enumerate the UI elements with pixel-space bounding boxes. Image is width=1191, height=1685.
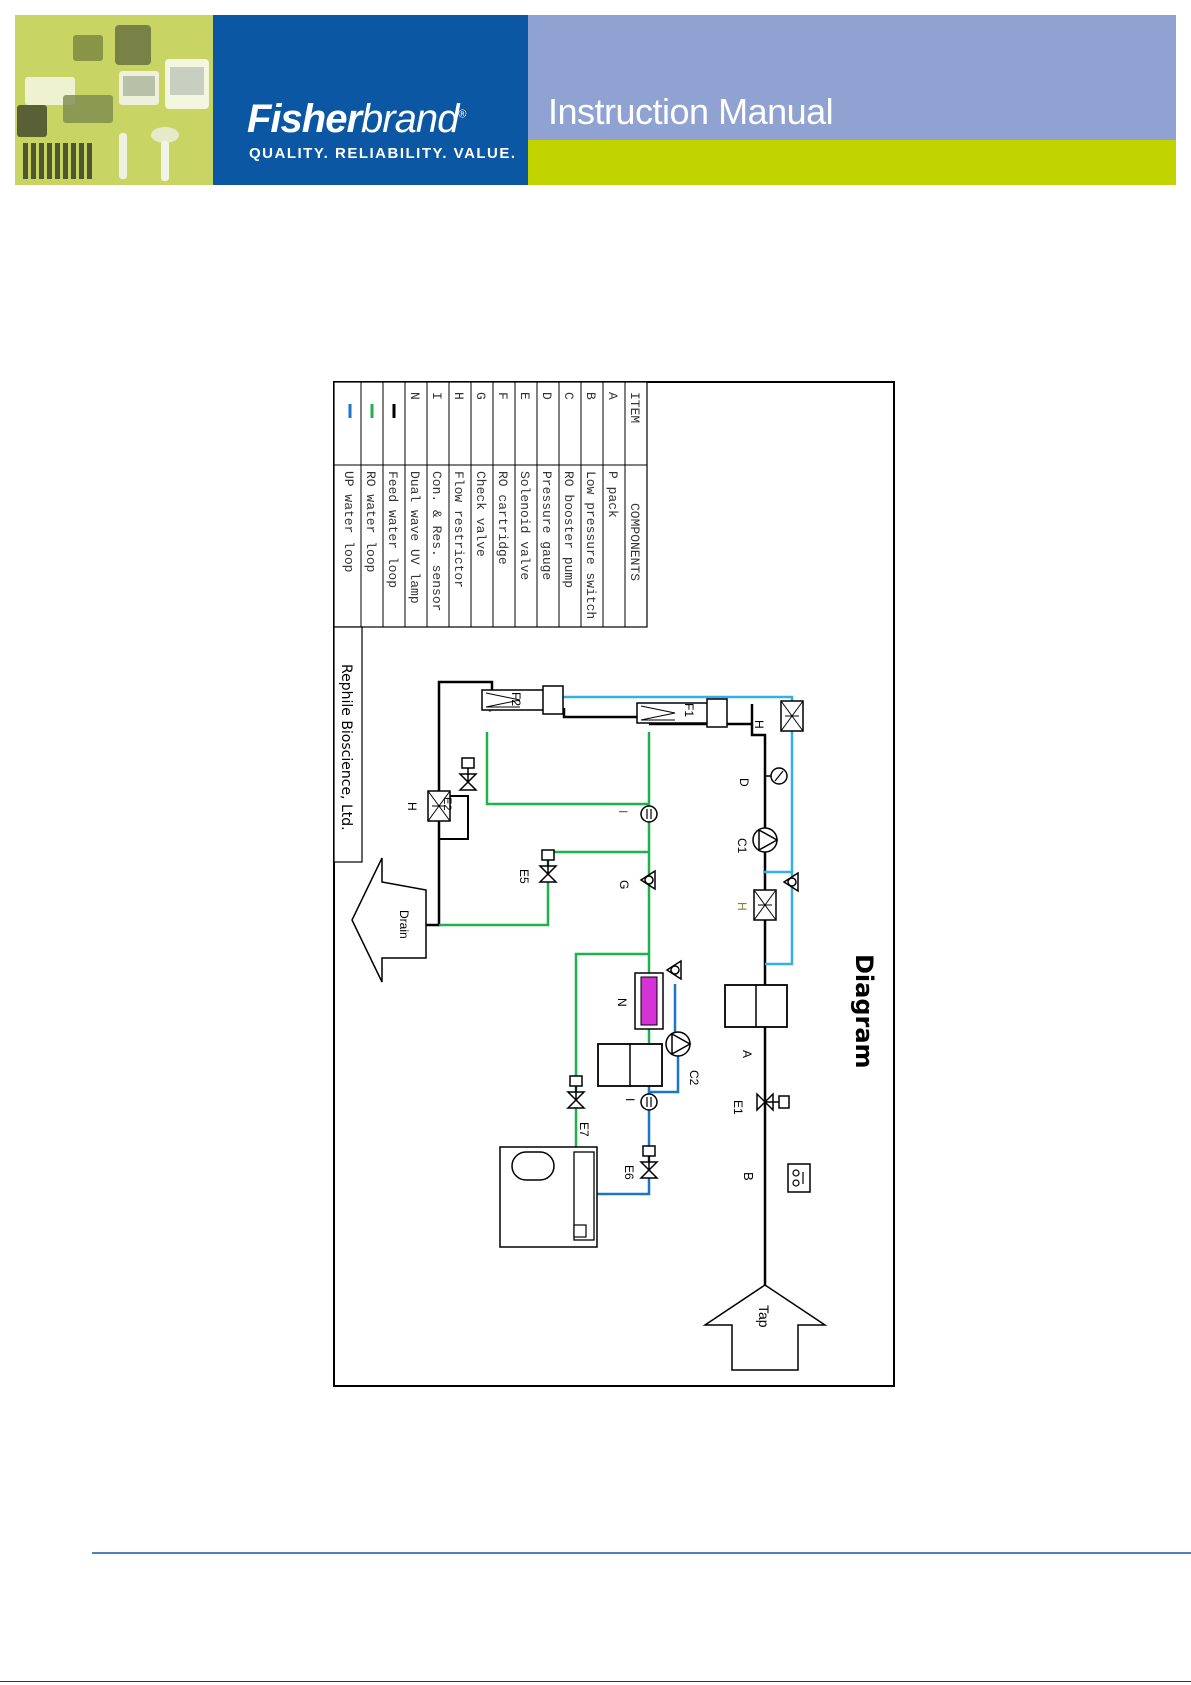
brand-panel: Fisherbrand® QUALITY. RELIABILITY. VALUE… bbox=[213, 15, 528, 185]
label-b: B bbox=[741, 1172, 756, 1181]
solenoid-valve-e6 bbox=[640, 1145, 658, 1179]
title-panel bbox=[528, 15, 1176, 140]
table-item: N bbox=[407, 392, 422, 400]
label-f1: F1 bbox=[682, 703, 696, 717]
product-photo-collage bbox=[15, 15, 213, 185]
table-component: Low pressure switch bbox=[583, 471, 598, 619]
label-h2: H bbox=[752, 720, 766, 729]
uv-lamp bbox=[634, 972, 664, 1030]
flow-restrictor bbox=[753, 889, 777, 921]
solenoid-valve-e5 bbox=[539, 849, 557, 883]
solenoid-valve-e1 bbox=[756, 1093, 790, 1111]
table-item: I bbox=[429, 392, 444, 400]
diagram-title: Diagram bbox=[850, 954, 878, 1069]
label-e5: E5 bbox=[517, 869, 531, 884]
footer-rule bbox=[92, 1552, 1191, 1554]
table-component: RO cartridge bbox=[495, 471, 510, 565]
f2-feed-line bbox=[562, 708, 649, 719]
company-name: Rephile Bioscience, Ltd. bbox=[338, 664, 354, 831]
label-g: G bbox=[617, 880, 631, 889]
table-header-components: COMPONENTS bbox=[627, 503, 642, 581]
label-h1: H bbox=[735, 902, 749, 911]
recirculation-line bbox=[763, 870, 794, 966]
e5-flush-line bbox=[439, 850, 649, 927]
label-e6: E6 bbox=[622, 1165, 636, 1180]
label-a: A bbox=[740, 1050, 754, 1058]
component-table: ITEM COMPONENTS A P pack B Low pressure … bbox=[333, 381, 648, 628]
label-c1: C1 bbox=[735, 838, 749, 854]
label-f2: F2 bbox=[509, 692, 523, 706]
table-component: Dual wave UV lamp bbox=[407, 471, 422, 604]
plumbing-diagram: ITEM COMPONENTS A P pack B Low pressure … bbox=[333, 381, 895, 1387]
table-header-item: ITEM bbox=[627, 392, 642, 423]
water-dispenser bbox=[499, 1146, 598, 1248]
label-e7: E7 bbox=[577, 1122, 591, 1137]
feed-water-line bbox=[750, 704, 767, 1324]
table-item: D bbox=[539, 392, 554, 400]
table-component: Flow restrictor bbox=[451, 471, 466, 588]
manual-title: Instruction Manual bbox=[548, 91, 834, 132]
product-photo-panel bbox=[15, 15, 213, 185]
brand-logo: Fisherbrand® bbox=[247, 97, 466, 141]
table-component: Con. & Res. sensor bbox=[429, 471, 444, 611]
brand-tagline: QUALITY. RELIABILITY. VALUE. bbox=[249, 145, 517, 162]
drain-arrow bbox=[351, 857, 427, 983]
low-pressure-switch bbox=[787, 1163, 811, 1193]
table-component: P pack bbox=[605, 471, 620, 518]
table-item: H bbox=[451, 392, 466, 400]
label-h3: H bbox=[405, 802, 419, 811]
legend-label: Feed water loop bbox=[385, 471, 400, 588]
company-box bbox=[333, 626, 363, 863]
drain-label: Drain bbox=[397, 910, 411, 939]
table-component: Pressure gauge bbox=[539, 471, 554, 580]
table-item: G bbox=[473, 392, 488, 400]
page-bottom-rule bbox=[0, 1681, 1191, 1682]
circulation-pump-c2 bbox=[665, 1031, 691, 1057]
label-c2: C2 bbox=[687, 1070, 701, 1086]
conductivity-sensor bbox=[640, 805, 658, 823]
table-component: Check valve bbox=[473, 471, 488, 557]
label-e2: E2 bbox=[441, 797, 453, 810]
table-component: Solenoid valve bbox=[517, 471, 532, 580]
tap-arrow bbox=[702, 1284, 828, 1371]
table-item: B bbox=[583, 392, 598, 400]
page-header: Fisherbrand® QUALITY. RELIABILITY. VALUE… bbox=[15, 15, 1176, 185]
label-n: N bbox=[615, 998, 629, 1007]
legend-label: RO water loop bbox=[363, 471, 378, 572]
f2-permeate-line bbox=[485, 732, 649, 806]
table-item: F bbox=[495, 392, 510, 400]
pressure-gauge bbox=[765, 767, 788, 785]
ro-cartridge-f2 bbox=[481, 685, 564, 715]
table-item: C bbox=[561, 392, 576, 400]
solenoid-valve-e7 bbox=[567, 1075, 585, 1109]
label-i2: I bbox=[623, 1098, 637, 1101]
legend-label: UP water loop bbox=[341, 471, 356, 572]
ro-cartridge-f1 bbox=[636, 698, 728, 728]
table-item: A bbox=[605, 392, 620, 400]
table-component: RO booster pump bbox=[561, 471, 576, 588]
polishing-pack bbox=[597, 1043, 663, 1087]
resistivity-sensor bbox=[640, 1093, 658, 1111]
check-valve-up bbox=[666, 960, 682, 980]
tap-label: Tap bbox=[756, 1305, 772, 1328]
label-d: D bbox=[737, 778, 751, 787]
p-pack-cartridge bbox=[724, 984, 788, 1028]
label-e1: E1 bbox=[731, 1100, 745, 1115]
label-i1: I bbox=[616, 810, 630, 813]
flow-restrictor-concentrate bbox=[780, 700, 804, 732]
lime-accent-strip bbox=[528, 140, 1176, 185]
ro-booster-pump-c1 bbox=[752, 827, 778, 853]
table-item: E bbox=[517, 392, 532, 400]
solenoid-valve-e2 bbox=[459, 757, 477, 791]
